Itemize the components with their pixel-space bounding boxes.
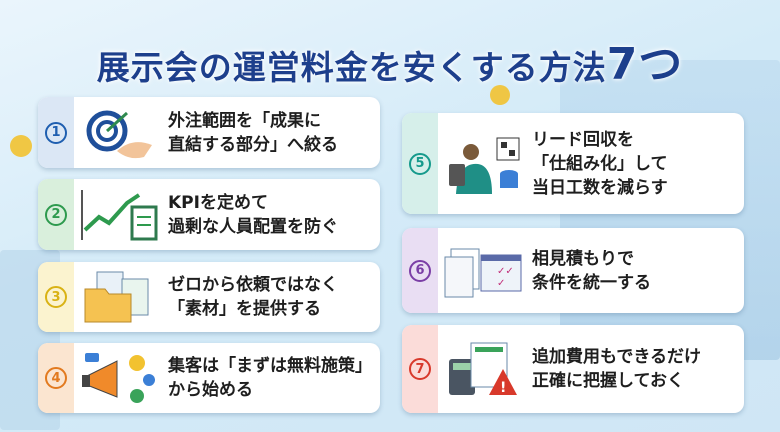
tip-text: ゼロから依頼ではなく「素材」を提供する xyxy=(164,273,338,321)
tip-text: 追加費用もできるだけ正確に把握しておく xyxy=(528,345,701,393)
number-band: 2 xyxy=(38,179,74,250)
tip-card-4: 4 集客は「まずは無料施策」から始める xyxy=(38,343,380,413)
number-band: 5 xyxy=(402,113,438,214)
number-band: 6 xyxy=(402,228,438,313)
tip-text-line: KPIを定めて xyxy=(168,192,268,213)
tip-text-line: 相見積もりで xyxy=(532,248,634,269)
tip-text-line: 追加費用もできるだけ xyxy=(532,347,701,367)
step-number: 2 xyxy=(45,203,67,226)
page-title: 展示会の運営料金を安くする方法7つ xyxy=(96,39,684,90)
tip-text: KPIを定めて過剰な人員配置を防ぐ xyxy=(164,191,338,239)
tip-text-line: 当日工数を減らす xyxy=(532,177,668,198)
tip-card-3: 3 ゼロから依頼ではなく「素材」を提供する xyxy=(38,262,380,332)
target-handshake-icon xyxy=(74,103,164,163)
tip-text-line: ゼロから依頼ではなく xyxy=(168,275,338,295)
svg-text:✓: ✓ xyxy=(497,278,505,289)
coin-icon xyxy=(10,135,32,157)
tip-text: 相見積もりで条件を統一する xyxy=(528,247,651,295)
step-number: 6 xyxy=(409,259,431,282)
tip-text-line: 直結する部分」へ絞る xyxy=(168,134,338,155)
svg-text:✓✓: ✓✓ xyxy=(497,266,514,277)
step-number: 7 xyxy=(409,358,431,380)
tip-text: 集客は「まずは無料施策」から始める xyxy=(164,354,372,402)
number-band: 1 xyxy=(38,97,74,168)
coin-icon xyxy=(490,85,510,105)
qr-scan-database-icon xyxy=(438,134,528,194)
number-band: 7 xyxy=(402,325,438,413)
tip-text: リード回収を「仕組み化」して当日工数を減らす xyxy=(528,128,668,200)
tip-text: 外注範囲を「成果に直結する部分」へ絞る xyxy=(164,109,338,157)
chart-clipboard-icon xyxy=(74,185,164,245)
tip-text-line: 「素材」を提供する xyxy=(168,299,321,319)
tip-card-6: 6 ✓✓✓ 相見積もりで条件を統一する xyxy=(402,228,744,313)
tip-text-line: から始める xyxy=(168,380,253,400)
number-band: 4 xyxy=(38,343,74,413)
tip-card-1: 1 外注範囲を「成果に直結する部分」へ絞る xyxy=(38,97,380,168)
quotes-checklist-icon: ✓✓✓ xyxy=(438,241,528,301)
tip-text-line: 条件を統一する xyxy=(532,272,651,293)
megaphone-icon xyxy=(74,348,164,408)
tip-text-line: リード回収を xyxy=(532,129,634,150)
tip-text-line: 「仕組み化」して xyxy=(532,153,668,174)
step-number: 3 xyxy=(45,286,67,308)
svg-text:!: ! xyxy=(500,380,506,396)
tip-text-line: 正確に把握しておく xyxy=(532,371,684,391)
tip-text-line: 外注範囲を「成果に xyxy=(168,110,321,131)
number-band: 3 xyxy=(38,262,74,332)
tip-text-line: 過剰な人員配置を防ぐ xyxy=(168,216,338,237)
step-number: 5 xyxy=(409,152,431,175)
calculator-warning-icon: ! xyxy=(438,339,528,399)
step-number: 4 xyxy=(45,367,67,389)
tip-text-line: 集客は「まずは無料施策」 xyxy=(168,356,372,376)
tip-card-2: 2 KPIを定めて過剰な人員配置を防ぐ xyxy=(38,179,380,250)
tip-card-7: 7 ! 追加費用もできるだけ正確に把握しておく xyxy=(402,325,744,413)
tip-card-5: 5 リード回収を「仕組み化」して当日工数を減らす xyxy=(402,113,744,214)
step-number: 1 xyxy=(45,121,67,144)
folder-documents-icon xyxy=(74,267,164,327)
